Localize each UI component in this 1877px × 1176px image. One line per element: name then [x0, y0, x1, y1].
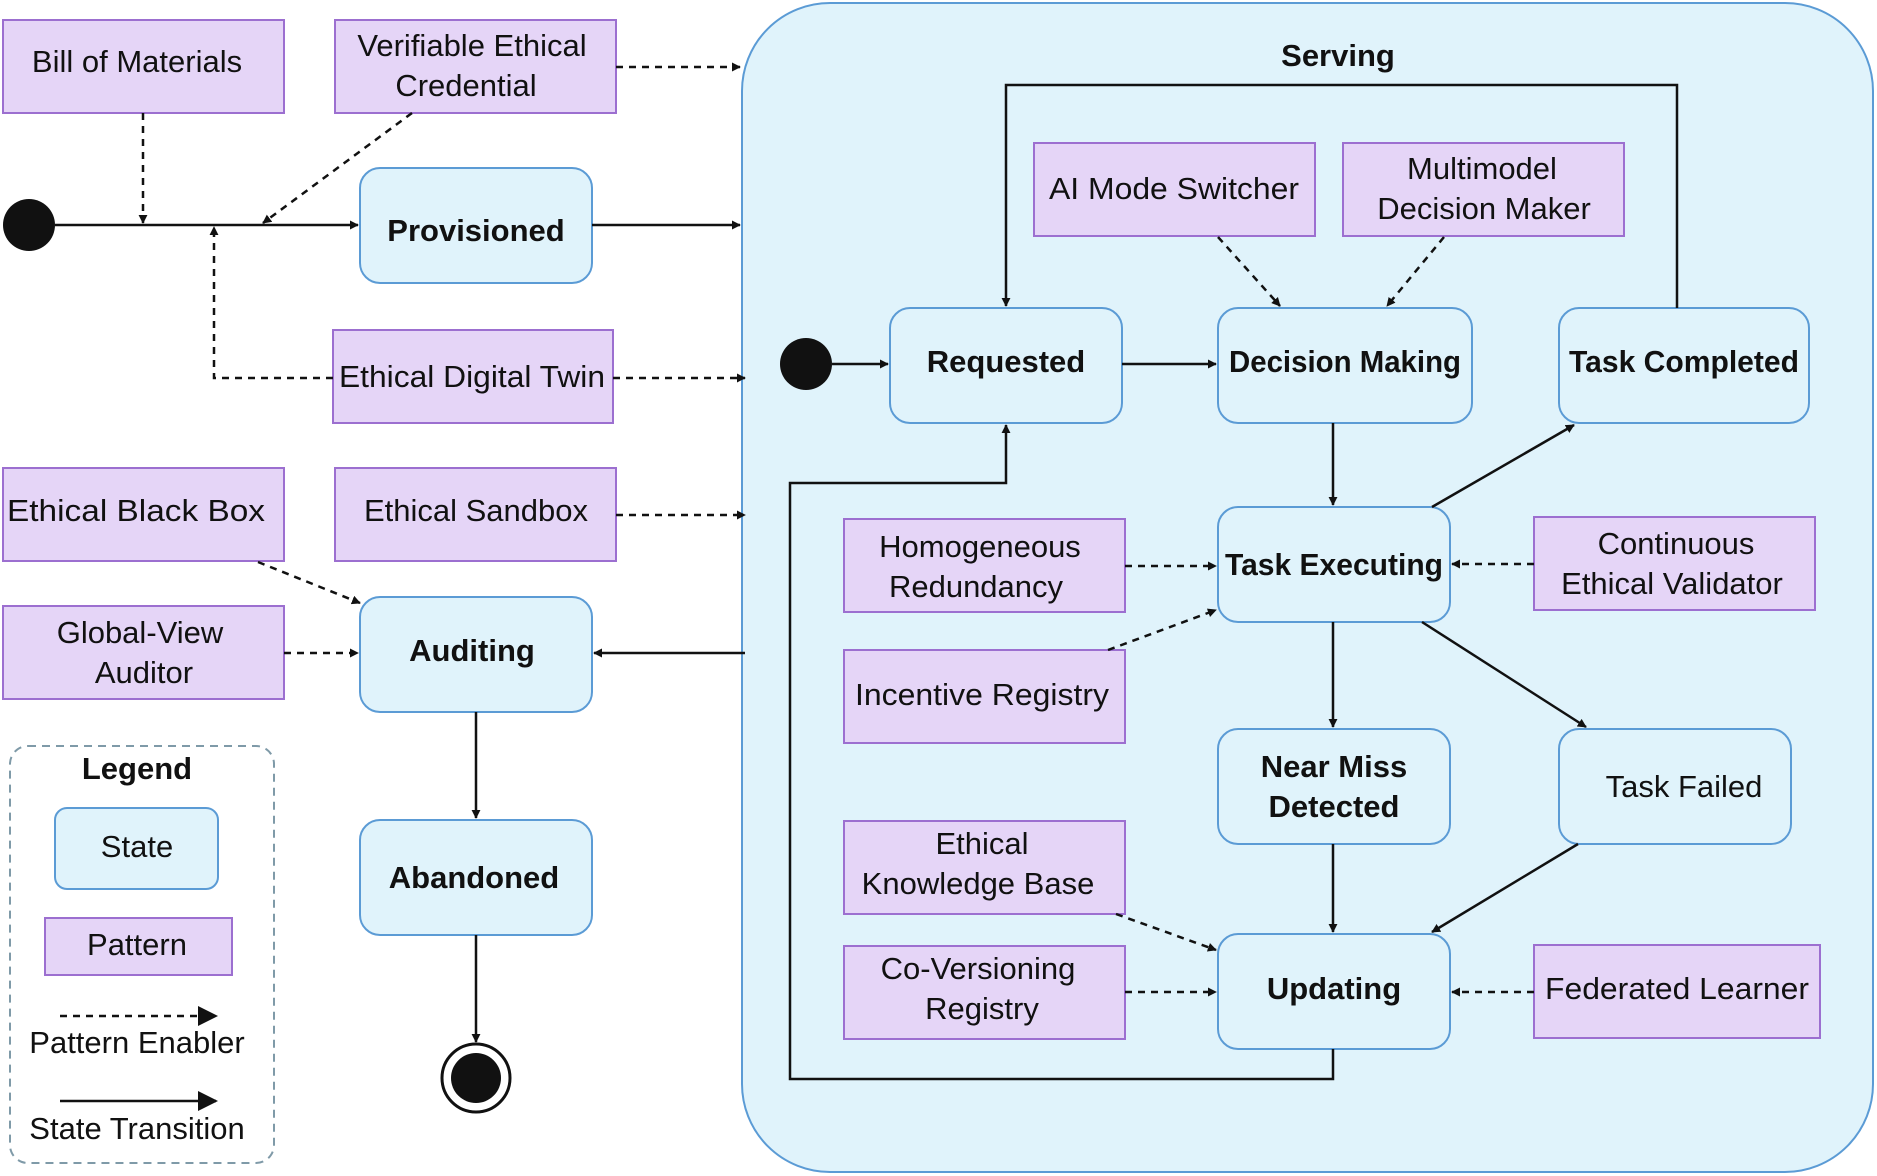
- pattern-label-line-1: Ethical: [935, 826, 1028, 861]
- state-auditing: Auditing: [359, 596, 593, 713]
- pattern-co-versioning-registry: Co-Versioning Registry: [843, 945, 1126, 1040]
- pattern-federated-learner: Federated Learner: [1533, 944, 1821, 1039]
- state-updating: Updating: [1217, 933, 1451, 1050]
- pattern-label-line-2: Redundancy: [889, 569, 1064, 604]
- state-provisioned: Provisioned: [359, 167, 593, 284]
- pattern-incentive-registry: Incentive Registry: [843, 649, 1126, 744]
- state-task-executing: Task Executing: [1217, 506, 1451, 623]
- pattern-bill-of-materials: Bill of Materials: [2, 19, 285, 114]
- pattern-label-line-2: Auditor: [95, 655, 193, 690]
- pattern-label: Incentive Registry: [855, 677, 1110, 712]
- legend-title: Legend: [82, 751, 192, 786]
- pattern-label: Bill of Materials: [32, 44, 242, 79]
- enabler-ethical-black-box: [257, 560, 361, 605]
- legend-pattern-swatch: [44, 917, 233, 976]
- pattern-label-line-2: Credential: [395, 68, 536, 103]
- enabler-incentive-registry: [1107, 608, 1217, 652]
- pattern-label: Federated Learner: [1545, 971, 1809, 1006]
- state-requested: Requested: [889, 307, 1123, 424]
- legend-pattern-enabler-label: Pattern Enabler: [29, 1025, 244, 1060]
- state-label: Requested: [927, 344, 1085, 379]
- serving-initial-node: [780, 338, 832, 390]
- pattern-enablers: [138, 62, 1534, 997]
- pattern-global-view-auditor: Global-View Auditor: [2, 605, 285, 700]
- state-label: Updating: [1267, 971, 1401, 1006]
- initial-node: [3, 199, 55, 251]
- state-label: Decision Making: [1229, 344, 1461, 379]
- transition-executing-to-failed: [1421, 620, 1587, 729]
- enabler-ethical-knowledge-base: [1115, 912, 1217, 952]
- pattern-continuous-ethical-validator: Continuous Ethical Validator: [1533, 516, 1816, 611]
- pattern-label-line-1: Co-Versioning: [881, 951, 1076, 986]
- legend-state-transition-label: State Transition: [29, 1111, 244, 1146]
- pattern-ethical-black-box: Ethical Black Box: [2, 467, 285, 562]
- pattern-ai-mode-switcher: AI Mode Switcher: [1033, 142, 1316, 237]
- transition-completed-to-requested: [1001, 83, 1679, 308]
- state-abandoned: Abandoned: [359, 819, 593, 936]
- serving-title: Serving: [1281, 38, 1395, 73]
- state-transitions: [55, 83, 1679, 1081]
- pattern-label-line-1: Global-View: [57, 615, 224, 650]
- state-task-completed: Task Completed: [1558, 307, 1810, 424]
- legend-pattern-label: Pattern: [87, 927, 187, 962]
- legend-state-swatch: [54, 807, 219, 890]
- state-near-miss-detected: Near Miss Detected: [1217, 728, 1451, 845]
- legend: Legend State Pattern Pattern Enabler Sta…: [9, 745, 275, 1164]
- transition-updating-to-requested: [788, 424, 1335, 1081]
- enabler-ai-mode-switcher: [1217, 236, 1281, 307]
- pattern-multimodel-decision-maker: Multimodel Decision Maker: [1342, 142, 1625, 237]
- pattern-ethical-sandbox: Ethical Sandbox: [334, 467, 617, 562]
- enabler-verifiable-credential-to-provisioned: [262, 111, 413, 225]
- enabler-multimodel-decision-maker: [1386, 236, 1445, 307]
- pattern-label: Ethical Black Box: [7, 493, 266, 528]
- pattern-label-line-2: Ethical Validator: [1561, 566, 1783, 601]
- state-label: Auditing: [409, 633, 535, 668]
- state-label: Provisioned: [387, 213, 564, 248]
- pattern-ethical-knowledge-base: Ethical Knowledge Base: [843, 820, 1126, 915]
- state-label: Task Failed: [1606, 769, 1763, 804]
- final-node: [451, 1053, 501, 1103]
- state-label: Abandoned: [389, 860, 560, 895]
- pattern-label-line-2: Decision Maker: [1377, 191, 1591, 226]
- pattern-ethical-digital-twin: Ethical Digital Twin: [332, 329, 614, 424]
- pattern-label-line-2: Knowledge Base: [862, 866, 1095, 901]
- legend-state-label: State: [101, 829, 173, 864]
- enabler-digital-twin-to-provisioned: [209, 226, 333, 380]
- state-label: Task Executing: [1225, 547, 1443, 582]
- pattern-homogeneous-redundancy: Homogeneous Redundancy: [843, 518, 1126, 613]
- pattern-label-line-2: Registry: [925, 991, 1039, 1026]
- pattern-label-line-1: Homogeneous: [879, 529, 1081, 564]
- pattern-label: AI Mode Switcher: [1049, 171, 1299, 206]
- pattern-verifiable-ethical-credential: Verifiable Ethical Credential: [334, 19, 617, 114]
- state-label-line-1: Near Miss: [1261, 749, 1407, 784]
- state-task-failed: Task Failed: [1558, 728, 1792, 845]
- transition-executing-to-completed: [1431, 423, 1575, 509]
- transition-failed-to-updating: [1431, 842, 1579, 934]
- state-label-line-2: Detected: [1269, 789, 1400, 824]
- state-decision-making: Decision Making: [1217, 307, 1473, 424]
- pattern-label-line-1: Multimodel: [1407, 151, 1557, 186]
- pattern-label-line-1: Continuous: [1598, 526, 1755, 561]
- pattern-label-line-1: Verifiable Ethical: [357, 28, 586, 63]
- pattern-label: Ethical Sandbox: [364, 493, 589, 528]
- pattern-label: Ethical Digital Twin: [339, 359, 605, 394]
- state-label: Task Completed: [1569, 344, 1799, 379]
